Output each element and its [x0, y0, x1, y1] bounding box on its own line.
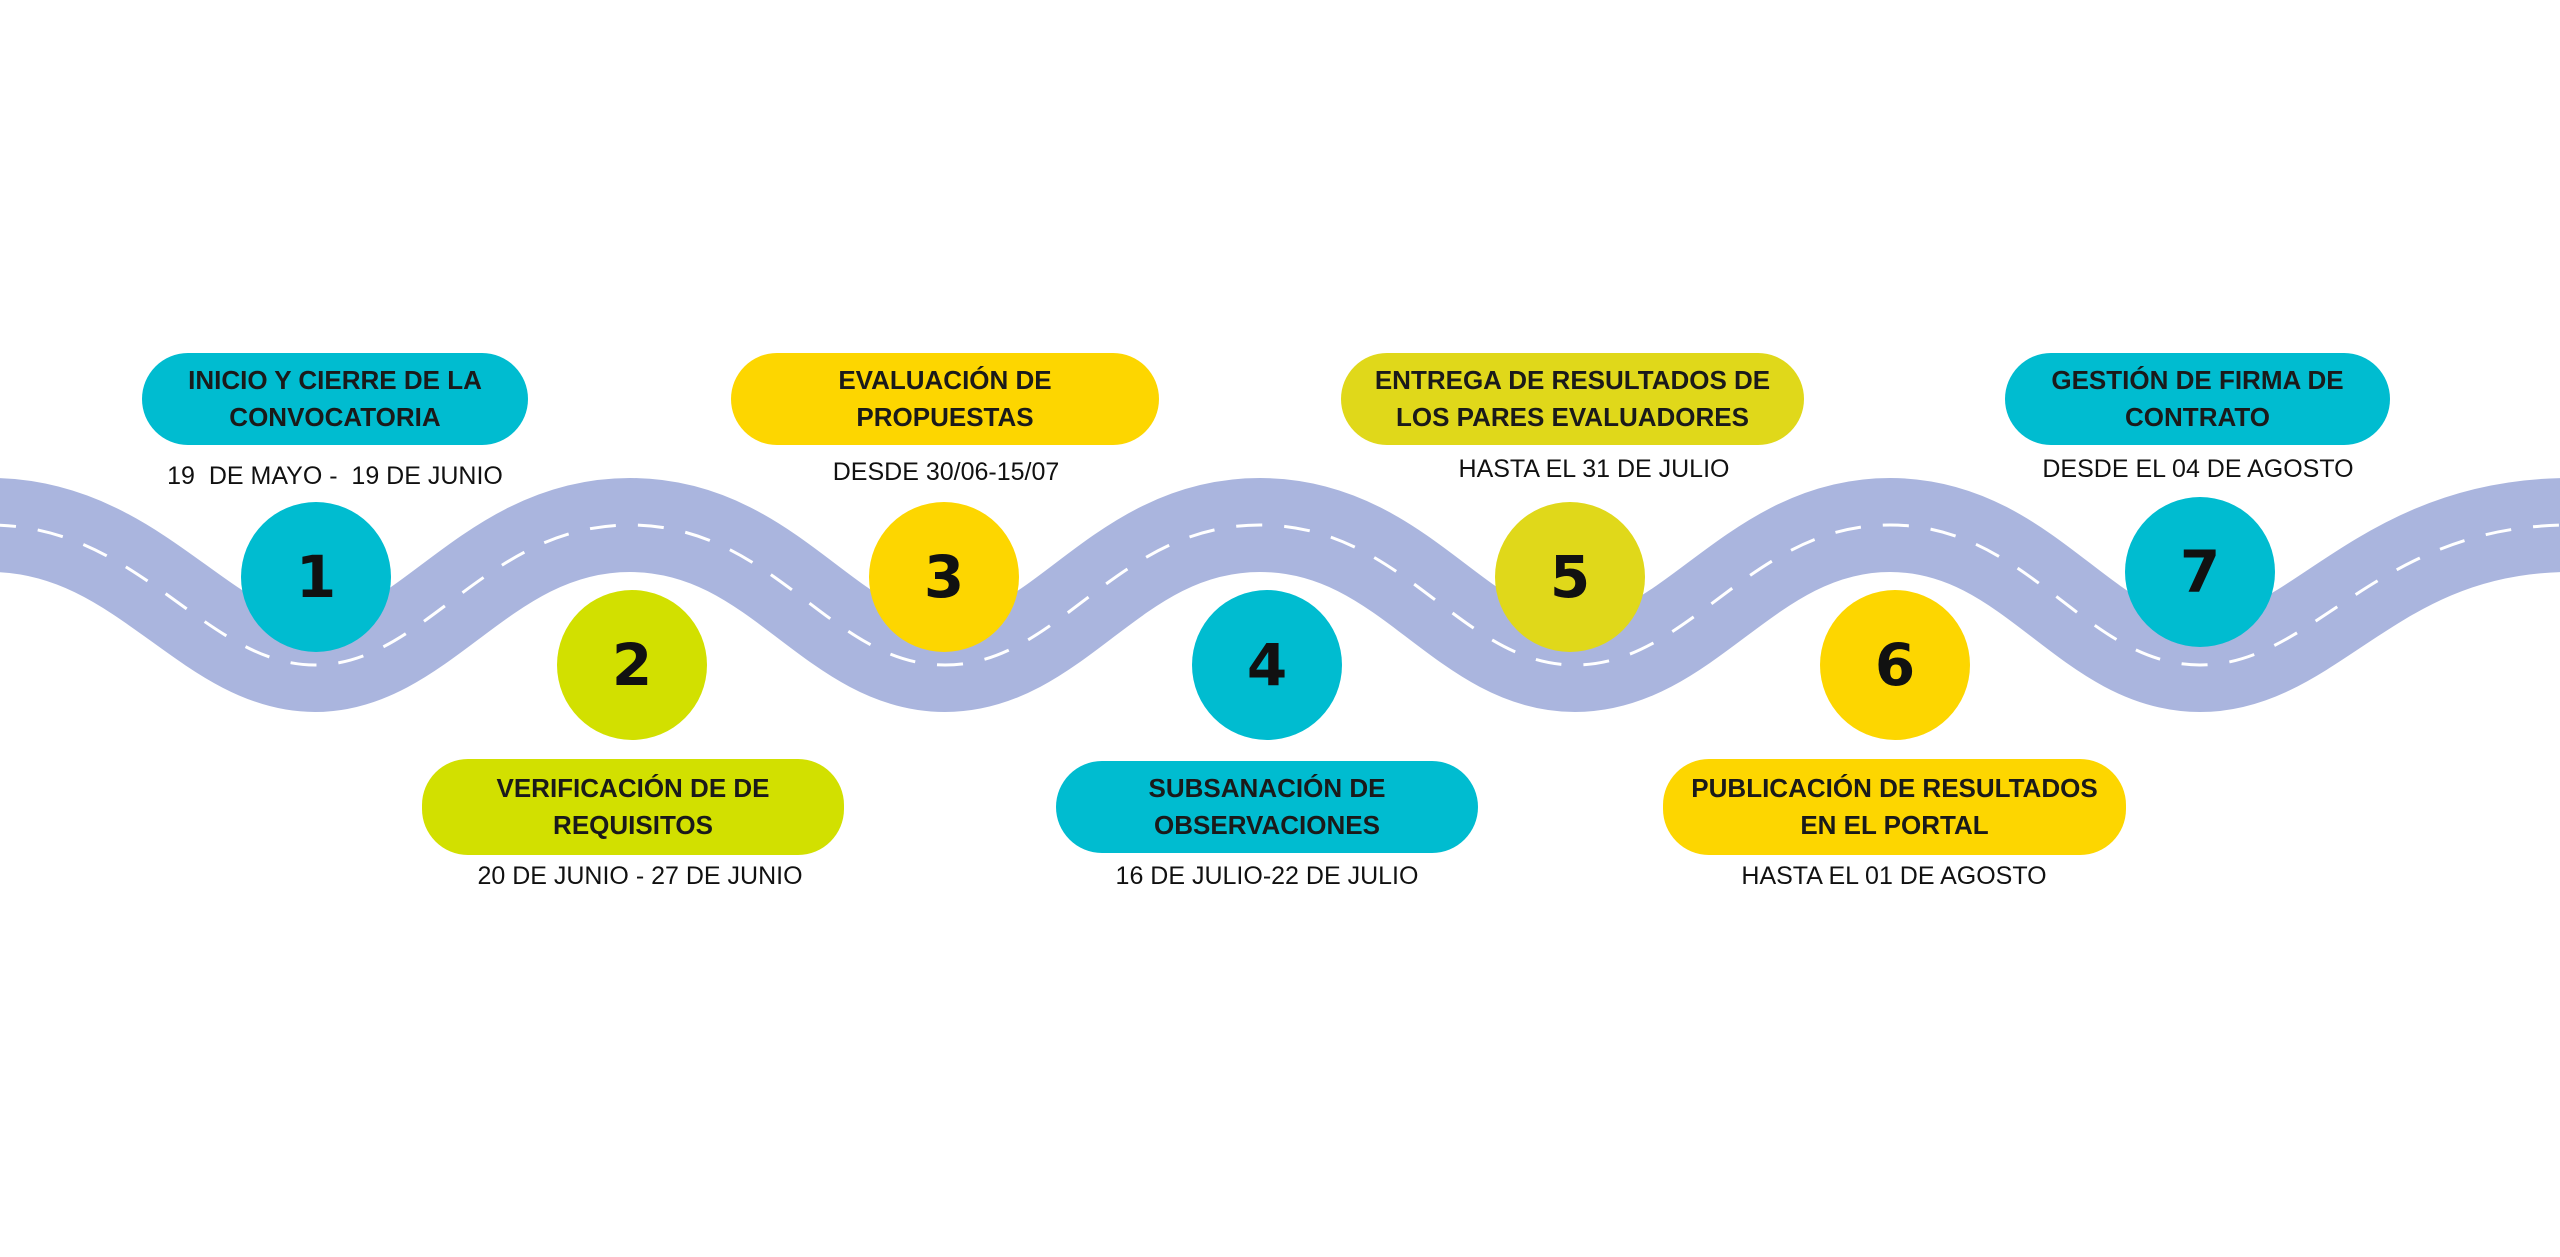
road-center-line — [0, 523, 2560, 667]
step-5-date: HASTA EL 31 DE JULIO — [1458, 455, 1730, 483]
step-7-date: DESDE EL 04 DE AGOSTO — [2042, 455, 2354, 483]
step-1-date: 19 DE MAYO - 19 DE JUNIO — [167, 462, 503, 490]
step-2-date: 20 DE JUNIO - 27 DE JUNIO — [477, 862, 803, 890]
step-1-number: 1 — [241, 502, 391, 652]
step-4-title: SUBSANACIÓN DE OBSERVACIONES — [1056, 761, 1478, 853]
step-1-title: INICIO Y CIERRE DE LA CONVOCATORIA — [142, 353, 528, 445]
step-6-number: 6 — [1820, 590, 1970, 740]
step-2-title: VERIFICACIÓN DE DE REQUISITOS — [422, 759, 844, 855]
step-6-date: HASTA EL 01 DE AGOSTO — [1741, 862, 2047, 890]
step-6-title: PUBLICACIÓN DE RESULTADOS EN EL PORTAL — [1663, 759, 2126, 855]
step-3-number: 3 — [869, 502, 1019, 652]
step-3-title: EVALUACIÓN DE PROPUESTAS — [731, 353, 1159, 445]
step-4-date: 16 DE JULIO-22 DE JULIO — [1115, 862, 1419, 890]
step-4-number: 4 — [1192, 590, 1342, 740]
step-2-number: 2 — [557, 590, 707, 740]
step-5-title: ENTREGA DE RESULTADOS DE LOS PARES EVALU… — [1341, 353, 1804, 445]
step-5-number: 5 — [1495, 502, 1645, 652]
step-7-title: GESTIÓN DE FIRMA DE CONTRATO — [2005, 353, 2390, 445]
step-7-number: 7 — [2125, 497, 2275, 647]
step-3-date: DESDE 30/06-15/07 — [832, 458, 1060, 486]
